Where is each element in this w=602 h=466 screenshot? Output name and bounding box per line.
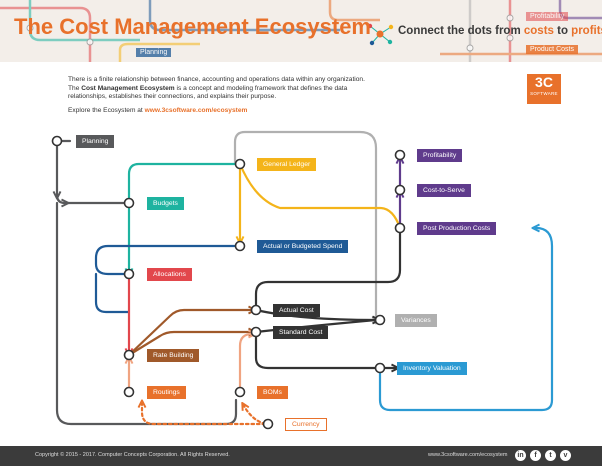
node-actual-cost[interactable]: Actual Cost (273, 304, 320, 317)
node-general-ledger[interactable]: General Ledger (257, 158, 317, 171)
tagline-mid: to (553, 25, 572, 37)
linkedin-icon[interactable]: in (515, 450, 526, 461)
facebook-icon[interactable]: f (530, 450, 541, 461)
banner-metro-lines (0, 0, 602, 62)
line-budgets-gl (127, 164, 240, 205)
explore-line: Explore the Ecosystem at www.3csoftware.… (68, 107, 247, 114)
node-rate-building[interactable]: Rate Building (147, 349, 200, 362)
node-dot-standard-cost[interactable] (250, 326, 262, 338)
node-dot-variances[interactable] (374, 314, 386, 326)
line-rate-actual (127, 310, 252, 357)
node-dot-routings[interactable] (123, 386, 135, 398)
line-spend-loop (94, 272, 130, 314)
node-dot-inventory[interactable] (374, 362, 386, 374)
twitter-icon[interactable]: t (545, 450, 556, 461)
header-banner: Planning Profitability Product Costs The… (0, 0, 602, 62)
banner-tag-product-costs: Product Costs (526, 45, 578, 54)
footer-copyright: Copyright © 2015 - 2017. Computer Concep… (35, 452, 230, 458)
node-inventory-valuation[interactable]: Inventory Valuation (397, 362, 467, 375)
node-dot-spend[interactable] (234, 240, 246, 252)
node-post-production-costs[interactable]: Post Production Costs (417, 222, 497, 235)
node-budgets[interactable]: Budgets (147, 197, 184, 210)
banner-tag-profitability: Profitability (526, 12, 569, 21)
logo-mark: 3C (535, 74, 553, 90)
node-dot-currency[interactable] (262, 418, 274, 430)
node-actual-or-budgeted-spend[interactable]: Actual or Budgeted Spend (257, 240, 349, 253)
node-cost-to-serve[interactable]: Cost-to-Serve (417, 184, 471, 197)
intro-text-2: is a concept and modeling framework that… (68, 84, 348, 101)
vimeo-icon[interactable]: v (560, 450, 571, 461)
explore-link[interactable]: www.3csoftware.com/ecosystem (144, 107, 248, 114)
ecosystem-diagram (51, 130, 554, 430)
node-standard-cost[interactable]: Standard Cost (273, 326, 329, 339)
line-actual-var (254, 308, 376, 320)
line-planning-budgets (57, 139, 126, 203)
node-dot-cost-to-serve[interactable] (394, 184, 406, 196)
page-title: The Cost Management Ecosystem (14, 14, 371, 39)
node-dot-actual-cost[interactable] (250, 304, 262, 316)
node-planning[interactable]: Planning (76, 135, 115, 148)
line-standard-inventory (254, 330, 395, 368)
tagline-profits: profits (571, 25, 602, 37)
node-currency[interactable]: Currency (285, 418, 327, 431)
node-dot-ppc[interactable] (394, 222, 406, 234)
node-dot-allocations[interactable] (123, 268, 135, 280)
line-spend-alloc (94, 244, 242, 274)
line-inv-ppc (378, 228, 554, 412)
intro-paragraph: There is a finite relationship between f… (68, 76, 368, 102)
logo-wordmark: SOFTWARE (530, 91, 558, 96)
node-dot-general-ledger[interactable] (234, 158, 246, 170)
node-boms[interactable]: BOMs (257, 386, 288, 399)
node-dot-rate-building[interactable] (123, 349, 135, 361)
network-icon (367, 23, 394, 46)
node-routings[interactable]: Routings (147, 386, 186, 399)
banner-tag-planning: Planning (136, 48, 172, 57)
node-dot-planning[interactable] (51, 135, 63, 147)
node-dot-profitability[interactable] (394, 149, 406, 161)
intro-text-1: There is a finite relationship between f… (68, 76, 365, 92)
node-variances[interactable]: Variances (395, 314, 437, 327)
line-boms-standard (238, 334, 252, 394)
node-dot-boms[interactable] (234, 386, 246, 398)
line-gl-ppc (238, 162, 400, 228)
explore-text: Explore the Ecosystem at (68, 107, 145, 114)
line-currency-routings (142, 404, 267, 426)
line-rate-standard (127, 332, 252, 357)
node-dot-budgets[interactable] (123, 197, 135, 209)
footer: Copyright © 2015 - 2017. Computer Concep… (0, 446, 602, 466)
intro-bold: Cost Management Ecosystem (81, 84, 175, 92)
footer-url[interactable]: www.3csoftware.com/ecosystem (428, 452, 508, 458)
line-actual-variances (254, 228, 400, 312)
line-gl-routings (233, 130, 376, 320)
tagline: Connect the dots from costs to profits. (398, 25, 602, 37)
node-allocations[interactable]: Allocations (147, 268, 192, 281)
node-profitability[interactable]: Profitability (417, 149, 463, 162)
line-currency-boms (244, 406, 267, 426)
tagline-costs: costs (523, 25, 554, 37)
tagline-pre: Connect the dots from (398, 25, 524, 37)
